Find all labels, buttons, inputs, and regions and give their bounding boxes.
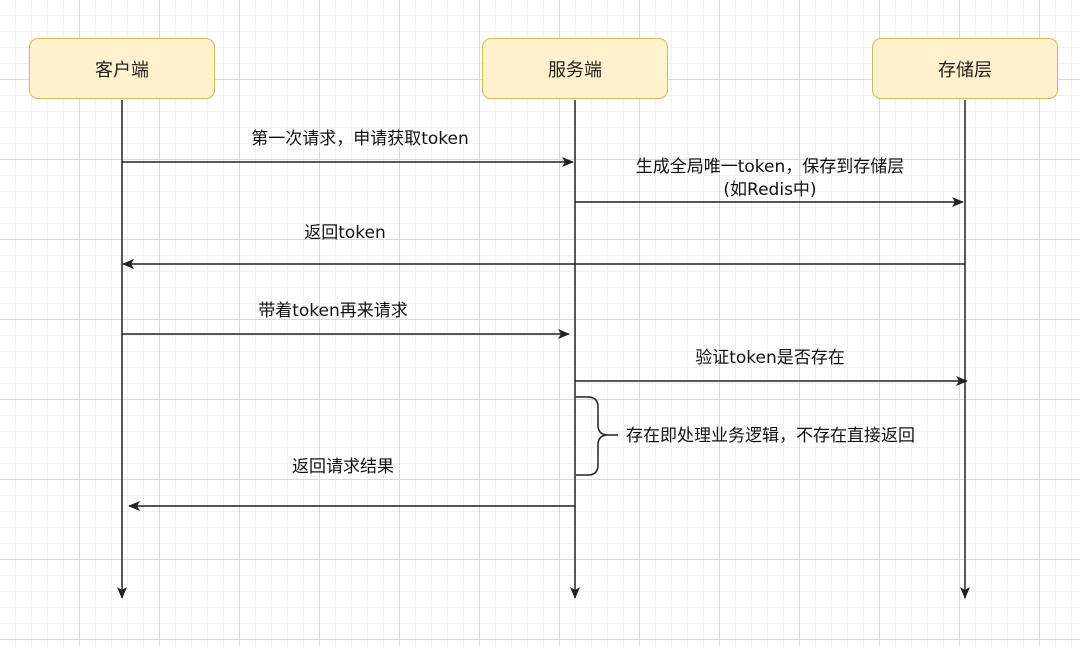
participant-storage: 存储层 [872,38,1058,99]
participant-server: 服务端 [482,38,668,99]
label-request-token: 第一次请求，申请获取token [251,129,469,149]
participant-client: 客户端 [29,38,215,99]
label-verify-token: 验证token是否存在 [695,348,845,368]
label-store-token-line2: (如Redis中) [723,180,817,200]
label-request-with-token: 带着token再来请求 [258,301,408,321]
label-process-logic: 存在即处理业务逻辑，不存在直接返回 [626,426,915,446]
curly-brace [576,396,609,476]
label-store-token-line1: 生成全局唯一token，保存到存储层 [635,157,905,177]
label-return-result: 返回请求结果 [292,457,394,477]
label-return-token: 返回token [304,223,386,243]
